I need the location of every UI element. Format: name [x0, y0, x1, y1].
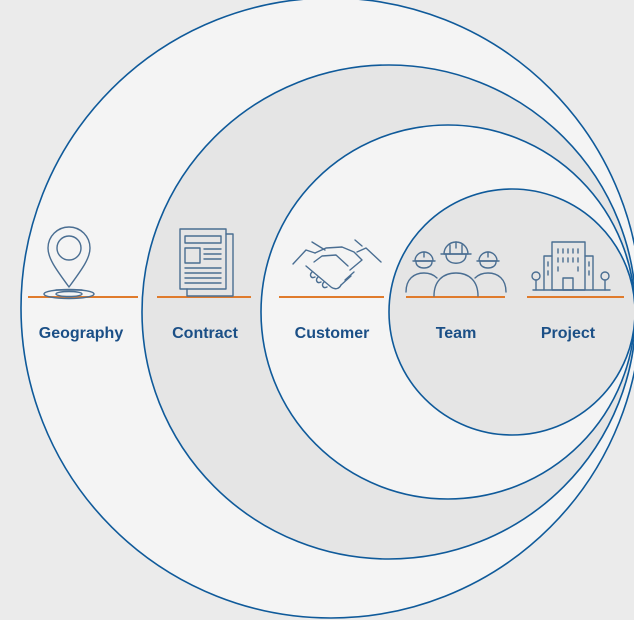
document-icon — [179, 228, 234, 297]
label-customer: Customer — [295, 325, 370, 342]
label-contract: Contract — [172, 325, 238, 342]
construction-team-icon — [405, 241, 507, 297]
map-pin-icon — [43, 226, 95, 300]
label-project: Project — [541, 325, 596, 342]
building-icon — [531, 241, 611, 291]
label-geography: Geography — [39, 325, 124, 342]
label-team: Team — [436, 325, 477, 342]
handshake-icon — [292, 239, 382, 290]
